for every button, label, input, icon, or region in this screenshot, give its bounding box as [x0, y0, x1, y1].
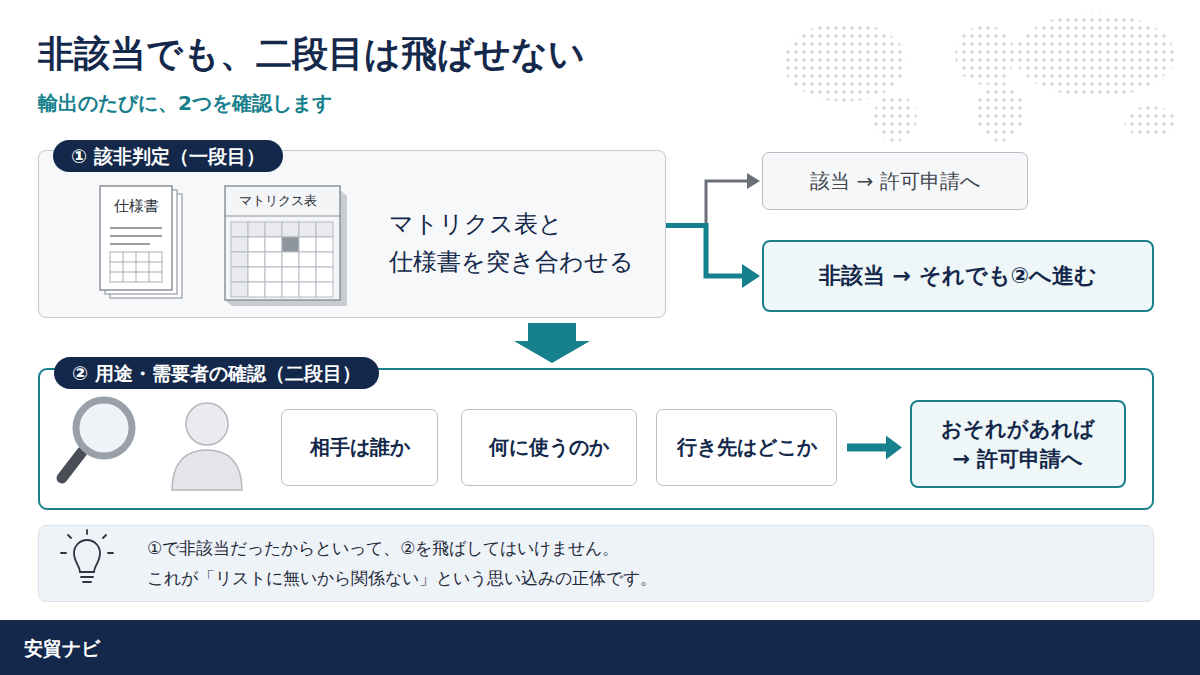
- check-box: 相手は誰か: [281, 409, 438, 486]
- box-text: 何に使うのか: [489, 433, 609, 462]
- check-box: 何に使うのか: [461, 409, 637, 486]
- footer-brand: 安貿ナビ: [24, 636, 100, 662]
- slide-title: 非該当でも、二段目は飛ばせない: [38, 30, 585, 79]
- connector-arrow: [514, 323, 590, 363]
- step-description: マトリクス表と 仕様書を突き合わせる: [389, 205, 651, 282]
- result-box: おそれがあれば → 許可申請へ: [910, 400, 1126, 488]
- box-text: 相手は誰か: [310, 433, 410, 462]
- matrix-label: マトリクス表: [239, 192, 317, 210]
- check-box: 行き先はどこか: [656, 409, 837, 486]
- footer-bar: [0, 620, 1200, 675]
- box-text: 行き先はどこか: [677, 433, 817, 462]
- document-icon: [100, 186, 182, 298]
- step-tab: ② 用途・需要者の確認（二段目）: [54, 357, 379, 389]
- result-box: 非該当 → それでも②へ進む: [762, 240, 1154, 312]
- step-tab: ① 該非判定（一段目）: [53, 140, 283, 172]
- box-text: おそれがあれば → 許可申請へ: [929, 414, 1107, 475]
- lightbulb-icon: [61, 530, 113, 582]
- tip-box: ①で非該当だったからといって、②を飛ばしてはいけません。これが「リストに無いから…: [38, 525, 1154, 602]
- world-map: [783, 13, 1176, 142]
- connector-arrow: [847, 436, 902, 460]
- matrix-table-icon: [225, 186, 347, 306]
- document-label: 仕様書: [114, 197, 159, 216]
- connector-arrow: [666, 226, 760, 288]
- box-text: 非該当 → それでも②へ進む: [819, 260, 1097, 292]
- subtitle: 輸出のたびに、2つを確認します: [38, 90, 332, 117]
- tip-text: これが「リストに無いから関係ない」という思い込みの正体です。: [147, 564, 657, 594]
- person-icon: [172, 403, 242, 490]
- connector-arrow: [666, 173, 760, 226]
- result-box: 該当 → 許可申請へ: [762, 152, 1028, 210]
- magnifier-icon: [62, 400, 132, 478]
- tip-text: ①で非該当だったからといって、②を飛ばしてはいけません。: [147, 534, 619, 564]
- box-text: 該当 → 許可申請へ: [810, 167, 979, 196]
